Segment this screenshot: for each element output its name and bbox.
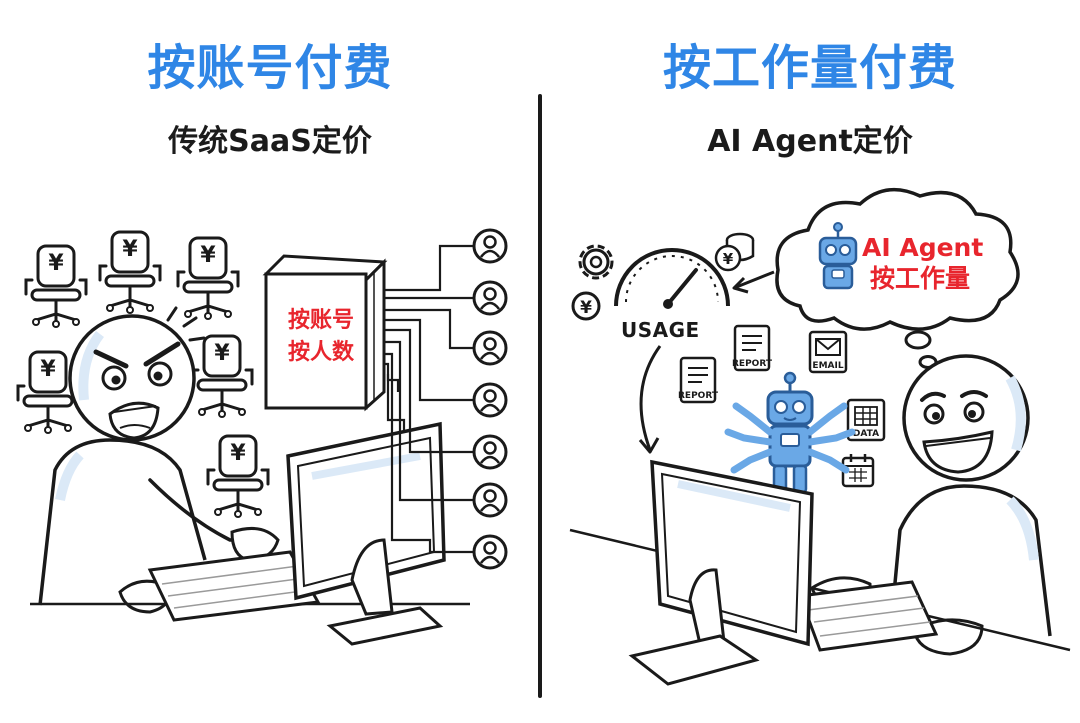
right-desk-edge: [569, 528, 1071, 652]
office-chair-icon: ¥: [98, 230, 162, 315]
left-monitor-icon: [286, 421, 446, 646]
envelope-icon: EMAIL: [808, 330, 848, 374]
right-title: 按工作量付费: [662, 40, 957, 96]
document-label: REPORT: [678, 391, 719, 401]
keyboard-icon: [147, 550, 321, 622]
usage-label: USAGE: [621, 318, 700, 342]
document-label: EMAIL: [812, 361, 843, 371]
gear-icon: [578, 244, 614, 280]
chair-yen-symbol: ¥: [200, 243, 216, 268]
chair-yen-symbol: ¥: [214, 341, 230, 366]
cloud-label-line1: AI Agent: [862, 233, 984, 262]
coin-yen-symbol: ¥: [580, 298, 592, 318]
frustrated-person: [38, 306, 280, 614]
document-icon: REPORT: [732, 324, 773, 372]
right-monitor-icon: [628, 459, 814, 686]
yen-coin-icon: ¥: [571, 291, 601, 321]
document-icon: REPORT: [678, 356, 719, 404]
office-chair-icon: ¥: [206, 434, 270, 519]
chair-yen-symbol: ¥: [40, 357, 56, 382]
document-label: DATA: [853, 429, 879, 439]
coin-yen-symbol: ¥: [723, 250, 734, 268]
keyboard-icon: [797, 580, 939, 652]
office-chair-icon: ¥: [176, 236, 240, 321]
user-avatar-icon: [472, 534, 508, 570]
server-label-line1: 按账号: [287, 308, 354, 333]
user-avatar-icon: [472, 280, 508, 316]
office-chair-icon: ¥: [16, 350, 80, 435]
user-avatar-icon: [472, 482, 508, 518]
left-title: 按账号付费: [147, 40, 393, 96]
office-chair-icon: ¥: [190, 334, 254, 419]
spreadsheet-icon: DATA: [846, 398, 886, 442]
user-avatar-icon: [472, 228, 508, 264]
user-avatar-icon: [472, 330, 508, 366]
usage-down-arrow: [639, 345, 662, 451]
document-label: REPORT: [732, 359, 773, 369]
cloud-label: AI Agent 按工作量: [862, 232, 983, 294]
robot-icon: [818, 222, 858, 290]
robot-icon: [724, 371, 856, 494]
cloud-label-line2: 按工作量: [870, 264, 971, 293]
chair-yen-symbol: ¥: [48, 251, 64, 276]
server-label-line2: 按人数: [287, 340, 354, 365]
calendar-icon: [841, 454, 875, 488]
left-subtitle: 传统SaaS定价: [168, 124, 372, 159]
yen-coin-icon: ¥: [714, 232, 755, 272]
user-avatar-icon: [472, 434, 508, 470]
panel-divider: [538, 94, 542, 698]
account-server-box: [262, 254, 388, 412]
right-subtitle: AI Agent定价: [707, 124, 913, 159]
chair-yen-symbol: ¥: [230, 441, 246, 466]
connection-wires: [384, 244, 474, 554]
speedometer-icon: [614, 248, 730, 309]
arrow-to-gauge: [733, 270, 775, 290]
office-chair-icon: ¥: [24, 244, 88, 329]
chair-yen-symbol: ¥: [122, 237, 138, 262]
user-avatar-icon: [472, 382, 508, 418]
server-label: 按账号 按人数: [278, 305, 364, 369]
